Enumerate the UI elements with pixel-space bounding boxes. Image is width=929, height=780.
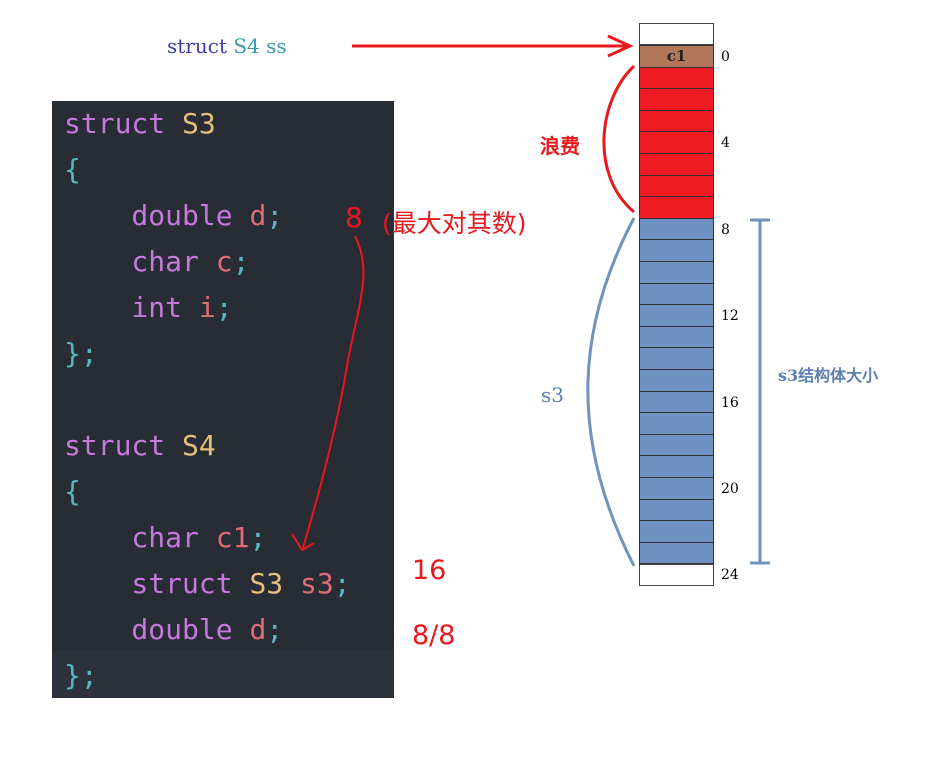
code-token: c1 [215,521,250,554]
code-token: char [64,245,216,278]
code-line: int i; [64,285,233,331]
offset-label: 4 [721,135,730,152]
code-token: struct [64,429,183,462]
code-token: struct [64,107,183,140]
code-token: struct [64,567,250,600]
code-token: d [249,199,267,232]
current-line-highlight [52,651,394,698]
code-token: { [64,153,81,186]
code-token: ; [266,199,284,232]
code-token: ; [333,567,351,600]
code-line: }; [64,331,98,377]
code-line: { [64,147,81,193]
memory-cell [639,541,714,565]
c1-cell-label: c1 [666,47,687,65]
code-line: char c1; [64,515,266,561]
code-token: d [249,613,267,646]
waste-brace [602,64,636,214]
code-token: { [64,475,81,508]
code-token: double [64,613,250,646]
offset-label: 0 [721,49,730,65]
code-line: }; [64,653,98,699]
code-token: double [64,199,250,232]
code-panel: struct S3 { double d; char c; int i;}; str… [52,101,394,698]
pointer-label-type: S4 [233,34,260,58]
d-align-annotation: 8/8 [412,620,456,651]
code-token: char [64,521,216,554]
pointer-label-var: ss [259,34,287,58]
code-token: ; [215,291,233,324]
code-token: S3 [182,107,216,140]
pointer-label: struct S4 ss [167,34,287,58]
code-line: double d; [64,193,283,239]
memory-cell-empty-bottom [639,564,714,587]
code-line: double d; [64,607,283,653]
code-token: ; [266,613,284,646]
code-token: c [215,245,233,278]
code-line: struct S3 [64,101,216,147]
code-token: int [64,291,199,324]
offset-label: 12 [721,308,739,325]
s3-size-annotation: 16 [412,555,447,586]
offset-label: 8 [721,221,730,238]
code-token: i [198,291,216,324]
code-token: ; [232,245,250,278]
pointer-arrow-head [607,34,634,58]
code-line: { [64,469,81,515]
max-align-number: 8 [345,201,363,234]
code-line: char c; [64,239,249,285]
code-token: }; [64,337,98,370]
s3-brace [586,217,636,567]
offset-label: 16 [721,394,739,411]
s3-label: s3 [541,383,564,407]
code-token: s3 [300,567,334,600]
code-token: ; [249,521,267,554]
code-token: }; [64,659,98,692]
code-line: struct S4 [64,423,216,469]
handwritten-arrow-head [291,533,315,552]
s3-size-label: s3结构体大小 [778,366,879,385]
code-token: S4 [182,429,216,462]
offset-label: 20 [721,481,739,497]
memory-cell-empty-top [639,23,714,45]
code-token: S3 [249,567,301,600]
offset-label: 24 [721,567,739,584]
waste-label: 浪费 [540,134,580,158]
handwritten-arrow [302,235,365,549]
code-line: struct S3 s3; [64,561,351,607]
pointer-label-keyword: struct [167,34,234,58]
max-align-note: (最大对其数) [382,209,527,238]
